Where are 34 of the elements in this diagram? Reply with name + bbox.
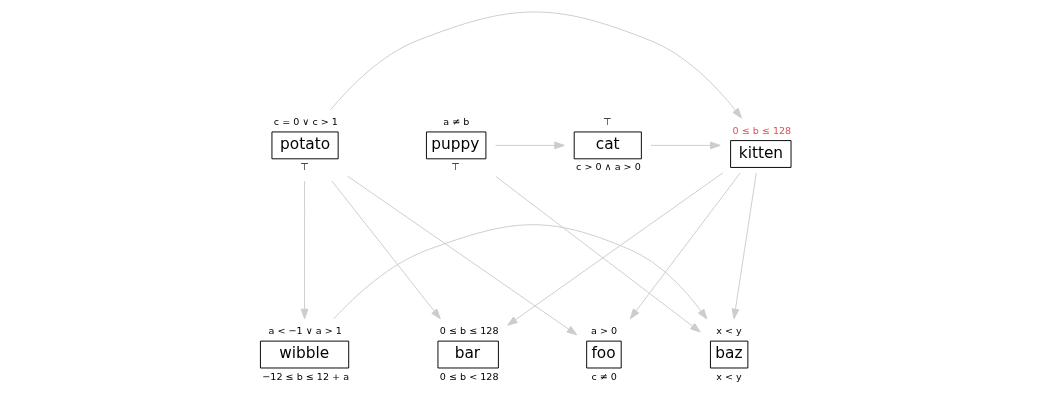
arrow (650, 141, 721, 150)
node-label: a ≠ b (443, 116, 470, 128)
node-label: c = 0 ∨ c > 1 (273, 116, 338, 128)
node-label: x < y (716, 370, 742, 382)
arrow (300, 180, 309, 320)
node-label: x < y (716, 325, 742, 337)
node-label: a < −1 ∨ a > 1 (268, 325, 342, 337)
arrow (333, 224, 708, 320)
arrow (495, 141, 565, 150)
node-box: puppy (425, 131, 487, 160)
arrow (330, 11, 742, 119)
arrow (629, 172, 741, 320)
node-label: 0 ≤ b ≤ 128 (732, 124, 792, 136)
node-box: potato (271, 131, 339, 160)
node-label: ⊤ (300, 161, 309, 173)
node-label: c ≠ 0 (591, 370, 617, 382)
node-box: cat (573, 131, 642, 160)
node-box: foo (586, 340, 622, 369)
node-box: kitten (730, 140, 792, 168)
node-box: baz (709, 340, 749, 369)
arrow (346, 175, 578, 336)
arrow (495, 176, 701, 333)
arrow (331, 180, 441, 320)
node-label: ⊤ (451, 161, 460, 173)
node-label: a > 0 (590, 325, 618, 337)
node-label: c > 0 ∧ a > 0 (576, 161, 641, 173)
node-label: 0 ≤ b ≤ 128 (439, 325, 499, 337)
node-label: 0 ≤ b < 128 (439, 370, 499, 382)
node-box: wibble (259, 340, 350, 369)
node-label: ⊤ (602, 116, 612, 128)
node-label: −12 ≤ b ≤ 12 + a (262, 370, 350, 382)
arrow (507, 172, 724, 326)
arrow (731, 172, 757, 320)
node-box: bar (437, 340, 499, 369)
